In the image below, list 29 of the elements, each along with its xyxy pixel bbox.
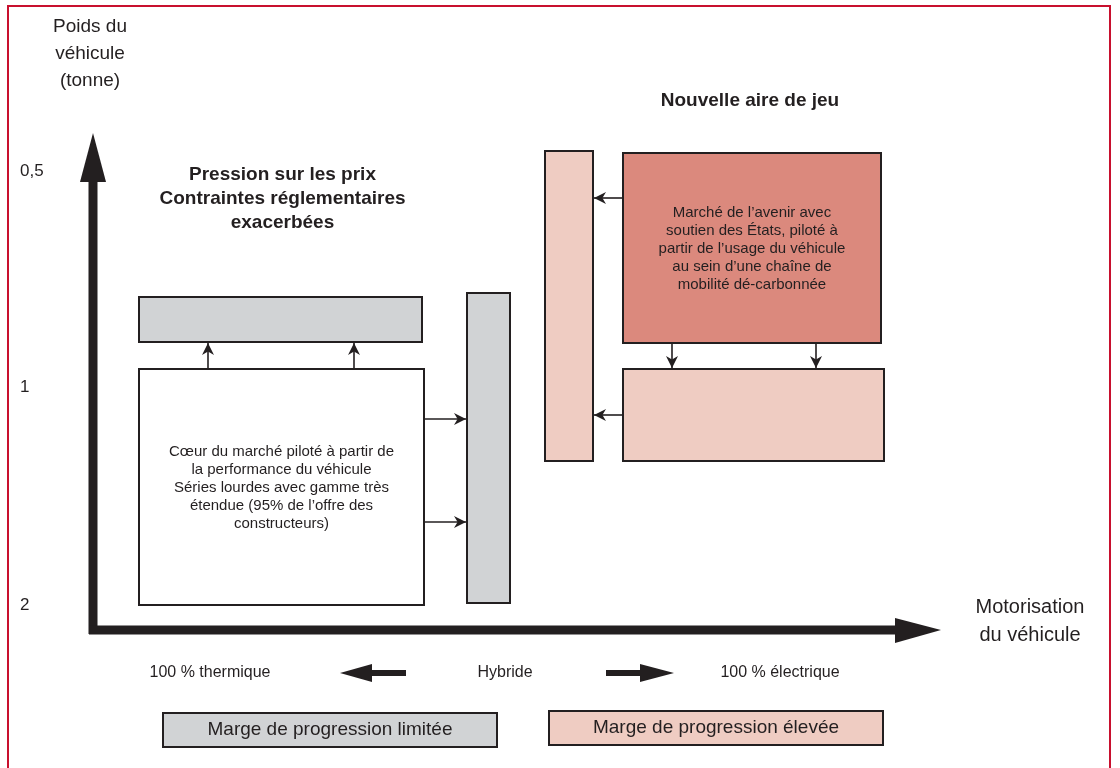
arrow [424, 413, 467, 425]
axis-title: Poids du véhicule (tonne) [52, 14, 128, 92]
arrow [666, 343, 678, 369]
heading: Pression sur les prix Contraintes réglementaires exacerbées [158, 162, 407, 234]
heading: Nouvelle aire de jeu [659, 88, 841, 112]
legend-key: Marge de progression élevée [548, 710, 884, 746]
arrow [810, 343, 822, 369]
empty-box [466, 292, 511, 604]
empty-box [138, 296, 423, 343]
arrow [202, 342, 214, 369]
axis-label: Hybride [476, 662, 534, 682]
axis-label: 100 % électrique [719, 662, 841, 682]
arrow [424, 516, 467, 528]
tick-label: 1 [20, 376, 31, 398]
text-box [622, 152, 882, 344]
empty-box [622, 368, 885, 462]
text-box [138, 368, 425, 606]
box-text: Séries lourdes avec gamme très étendue (95% de l’offre des constructeurs) [172, 478, 391, 532]
arrow [593, 192, 623, 204]
box-text: Marché de l’avenir avec soutien des États, piloté à partir de l’usage du véhicule au sein d’une chaîne de mobilité dé-carbonnée [657, 203, 847, 293]
box-text: Cœur du marché piloté à partir de la performance du véhicule [167, 442, 396, 478]
arrow [593, 409, 623, 421]
tick-label: 0,5 [20, 160, 45, 182]
axis-label: 100 % thermique [148, 662, 272, 682]
legend-key: Marge de progression limitée [162, 712, 498, 748]
arrow [348, 342, 360, 369]
tick-label: 2 [20, 594, 31, 616]
empty-box [544, 150, 594, 462]
axis-title: Motorisation du véhicule [974, 594, 1086, 647]
